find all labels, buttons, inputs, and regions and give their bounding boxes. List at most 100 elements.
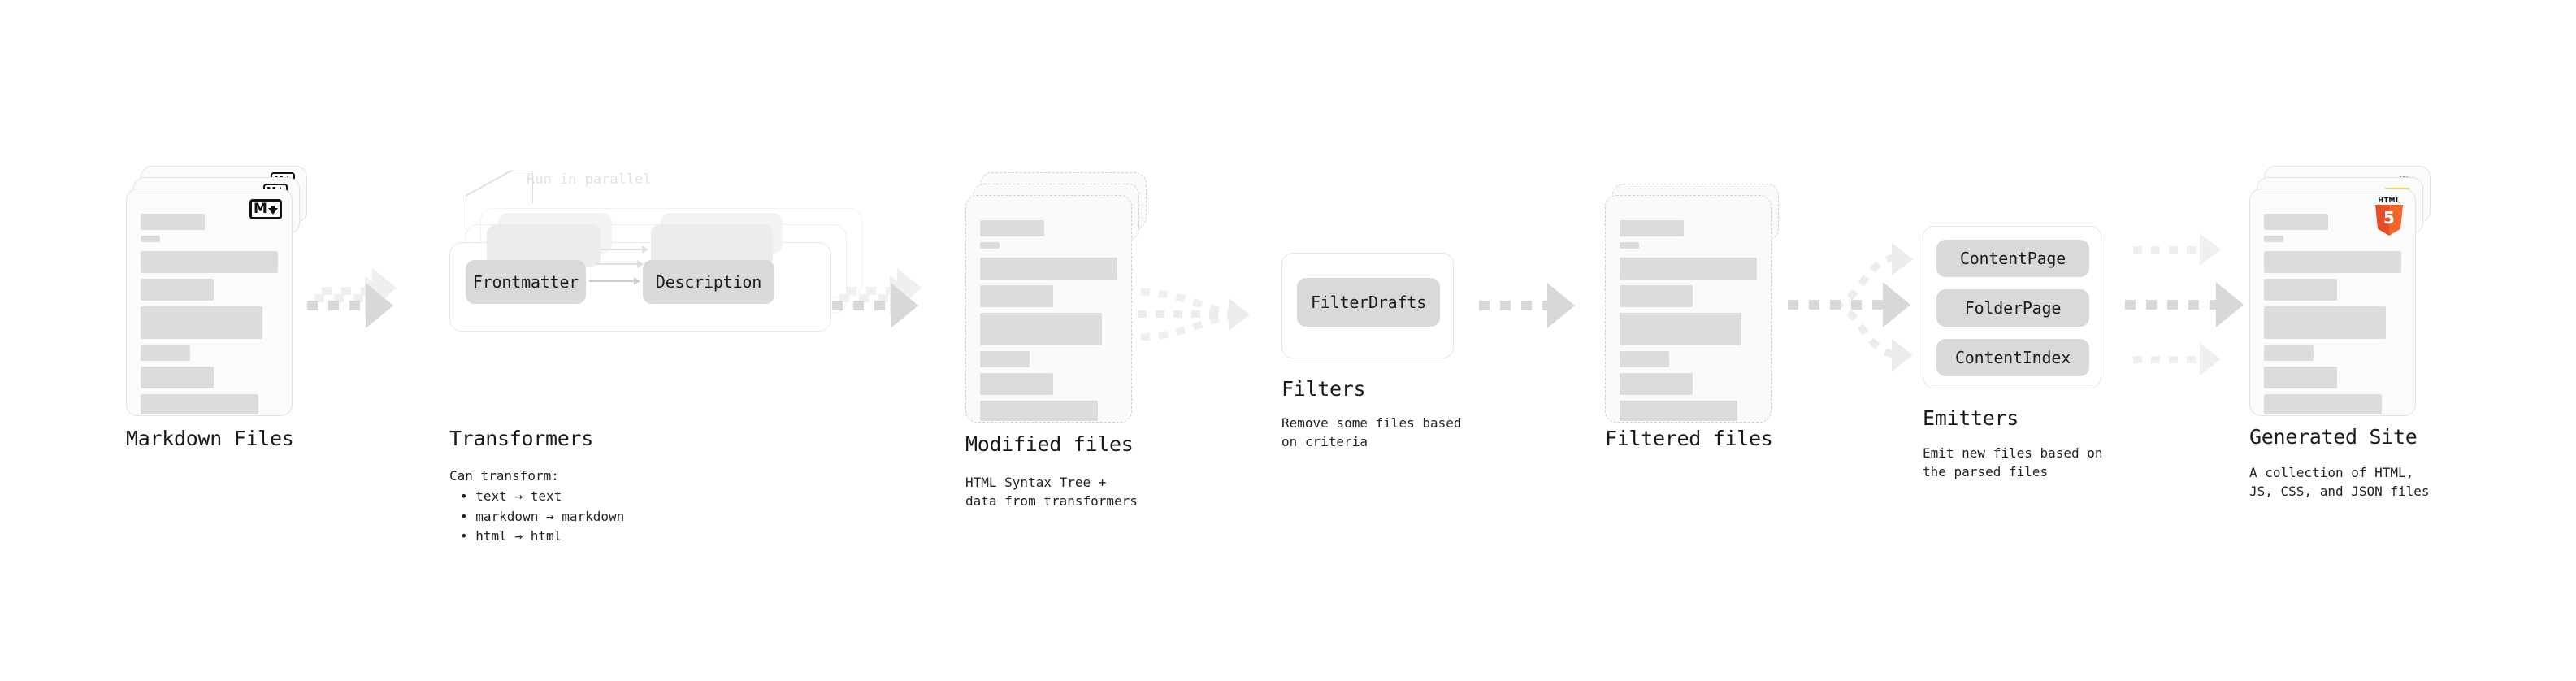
arrow-head-top: [1892, 243, 1913, 275]
arrow-dash-bottom: [2133, 356, 2206, 363]
filtered-file-front: [1605, 195, 1772, 423]
arrow-markdown-to-transformers: [307, 268, 405, 328]
arrow-head: [366, 283, 393, 328]
chip-content-page[interactable]: ContentPage: [1936, 240, 2089, 277]
transform-item: html → html: [460, 527, 624, 547]
placeholder-bar: [2264, 251, 2401, 273]
arrow-transformers-to-modified: [832, 268, 930, 328]
placeholder-bar: [1620, 285, 1693, 307]
placeholder-bar: [2264, 236, 2283, 242]
arrow-head-top: [2200, 233, 2221, 266]
arrow-head-bottom: [1892, 339, 1913, 371]
placeholder-bar: [141, 394, 259, 414]
arrow-head-middle: [2216, 282, 2244, 327]
transformer-link-arrow-1: [589, 277, 640, 285]
arrow-dash-middle: [2125, 300, 2223, 310]
chip-frontmatter[interactable]: Frontmatter: [466, 260, 586, 304]
placeholder-bar: [2264, 306, 2387, 339]
chip-filter-drafts[interactable]: FilterDrafts: [1297, 278, 1440, 327]
placeholder-bar: [141, 214, 206, 230]
arrow-emitters-to-site: [2125, 233, 2255, 375]
file-content-placeholder: [2264, 214, 2401, 414]
markdown-file-front: M: [126, 189, 293, 416]
file-content-placeholder: [1620, 220, 1757, 421]
transformer-link-arrow-2: [596, 260, 644, 268]
caption-generated-site: Generated Site: [2249, 425, 2418, 449]
file-content-placeholder: [980, 220, 1117, 421]
placeholder-bar: [980, 285, 1053, 307]
modified-file-front: [965, 195, 1132, 423]
placeholder-bar: [1620, 220, 1685, 236]
placeholder-bar: [1620, 401, 1738, 421]
chip-frontmatter-label: Frontmatter: [472, 272, 579, 292]
chip-content-index-label: ContentIndex: [1954, 348, 2071, 367]
chip-content-index[interactable]: ContentIndex: [1936, 339, 2089, 376]
generated-file-html: HTML 5: [2249, 189, 2416, 416]
placeholder-bar: [141, 279, 214, 301]
subcaption-filters: Remove some files based on criteria: [1281, 415, 1462, 450]
chip-description-label: Description: [655, 272, 762, 292]
html5-icon-label: HTML: [2378, 197, 2400, 204]
placeholder-bar: [2264, 367, 2337, 388]
placeholder-bar: [2264, 214, 2329, 230]
placeholder-bar: [141, 345, 190, 361]
arrow-head: [891, 283, 918, 328]
placeholder-bar: [2264, 345, 2314, 361]
chip-ghost-description-1: [651, 224, 773, 267]
placeholder-bar: [1620, 351, 1669, 367]
filters-panel: FilterDrafts: [1281, 253, 1454, 358]
arrow-dash: [832, 301, 897, 310]
placeholder-bar: [980, 401, 1099, 421]
placeholder-bar: [141, 367, 214, 388]
file-content-placeholder: [141, 214, 278, 414]
markdown-icon-letter: M: [254, 201, 267, 217]
arrow-dash: [1138, 310, 1235, 318]
placeholder-bar: [2264, 394, 2383, 414]
chip-content-page-label: ContentPage: [1959, 249, 2066, 268]
placeholder-bar: [1620, 258, 1757, 280]
transformer-link-arrow-3: [601, 245, 648, 254]
chip-folder-page[interactable]: FolderPage: [1936, 289, 2089, 327]
placeholder-bar: [2264, 279, 2337, 301]
placeholder-bar: [141, 236, 160, 242]
transform-item: markdown → markdown: [460, 507, 624, 527]
caption-markdown-files: Markdown Files: [126, 427, 294, 450]
markdown-icon: M: [249, 199, 282, 219]
chip-description[interactable]: Description: [643, 260, 774, 304]
arrow-filtered-to-emitters: [1788, 236, 1926, 374]
caption-modified-files: Modified files: [965, 432, 1134, 456]
parallel-bracket-diagonal: [465, 169, 513, 197]
subcaption-modified-files: HTML Syntax Tree + data from transformer…: [965, 475, 1138, 510]
arrow-head-bottom: [2200, 343, 2221, 375]
arrow-head: [1883, 282, 1910, 327]
chip-folder-page-label: FolderPage: [1964, 298, 2062, 318]
caption-transformers: Transformers: [449, 427, 594, 450]
subcaption-generated-site: A collection of HTML, JS, CSS, and JSON …: [2249, 465, 2430, 500]
arrow-head: [1229, 298, 1250, 331]
transform-item: text → text: [460, 487, 624, 507]
annotation-run-in-parallel: Run in parallel: [527, 171, 652, 188]
html5-icon-digit: 5: [2383, 207, 2395, 228]
caption-emitters: Emitters: [1923, 406, 2019, 430]
placeholder-bar: [980, 313, 1103, 345]
placeholder-bar: [980, 258, 1117, 280]
transformers-description: Can transform: text → text markdown → ma…: [449, 466, 624, 547]
placeholder-bar: [980, 220, 1045, 236]
caption-filtered-files: Filtered files: [1605, 427, 1773, 450]
arrow-filters-to-filtered: [1479, 283, 1585, 328]
subcaption-emitters: Emit new files based on the parsed files: [1923, 445, 2103, 480]
arrow-dash: [1788, 300, 1889, 310]
arrow-dash: [1479, 301, 1554, 310]
placeholder-bar: [1620, 242, 1639, 249]
emitters-panel: ContentPage FolderPage ContentIndex: [1923, 226, 2101, 388]
arrow-dash-top: [2133, 246, 2206, 254]
html5-icon-shield: 5: [2375, 205, 2403, 236]
html5-icon: HTML 5: [2373, 197, 2405, 236]
placeholder-bar: [141, 251, 278, 273]
arrow-modified-to-filters: [1138, 288, 1284, 340]
caption-filters: Filters: [1281, 377, 1366, 401]
placeholder-bar: [980, 242, 1000, 249]
arrow-dash: [307, 301, 372, 310]
placeholder-bar: [980, 373, 1053, 395]
